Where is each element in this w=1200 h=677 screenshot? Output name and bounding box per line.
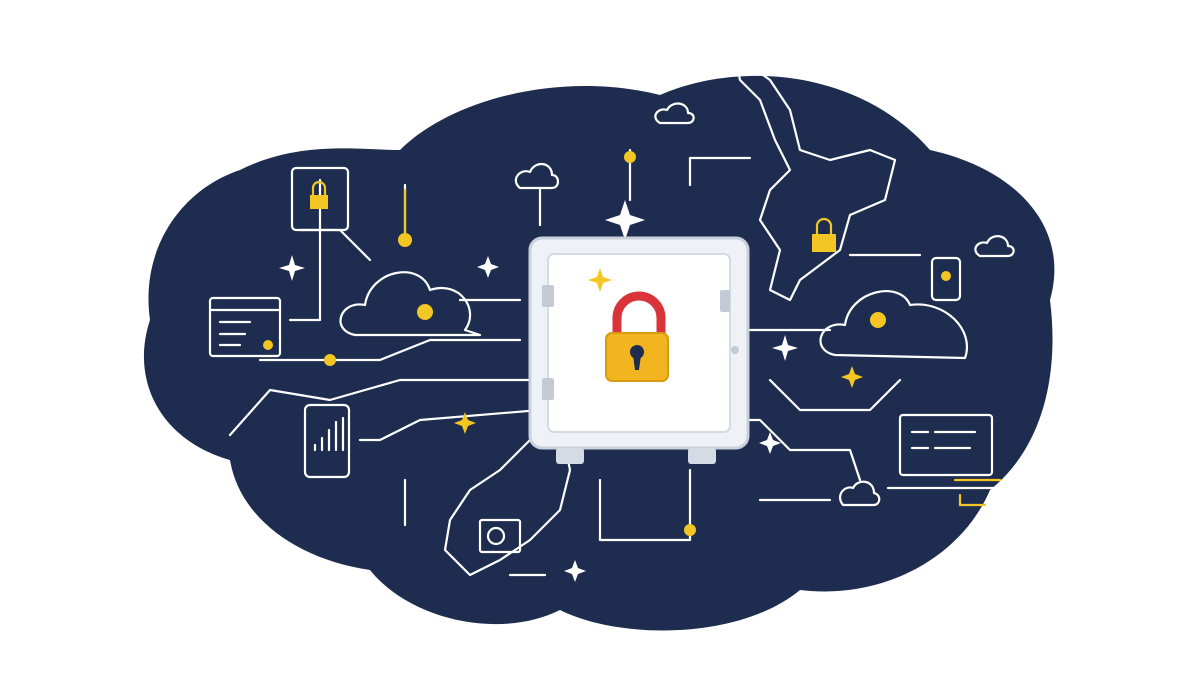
tablet-icon: [290, 166, 350, 232]
map-outline-south: [443, 418, 572, 577]
cloud-icon: [339, 102, 1015, 507]
map-outline-north: [733, 53, 897, 302]
sparkle-icon: [279, 200, 798, 582]
monitor-icon: [478, 518, 522, 554]
sparkle-icon: [454, 366, 863, 434]
phone-icon: [303, 403, 351, 479]
accent-nodes: [324, 151, 886, 536]
phone-icon: [930, 256, 962, 302]
padlock-icon: [605, 291, 669, 382]
padlock-icon: [812, 217, 836, 252]
browser-window-icon: [208, 296, 282, 358]
laptop-icon: [886, 413, 1002, 490]
